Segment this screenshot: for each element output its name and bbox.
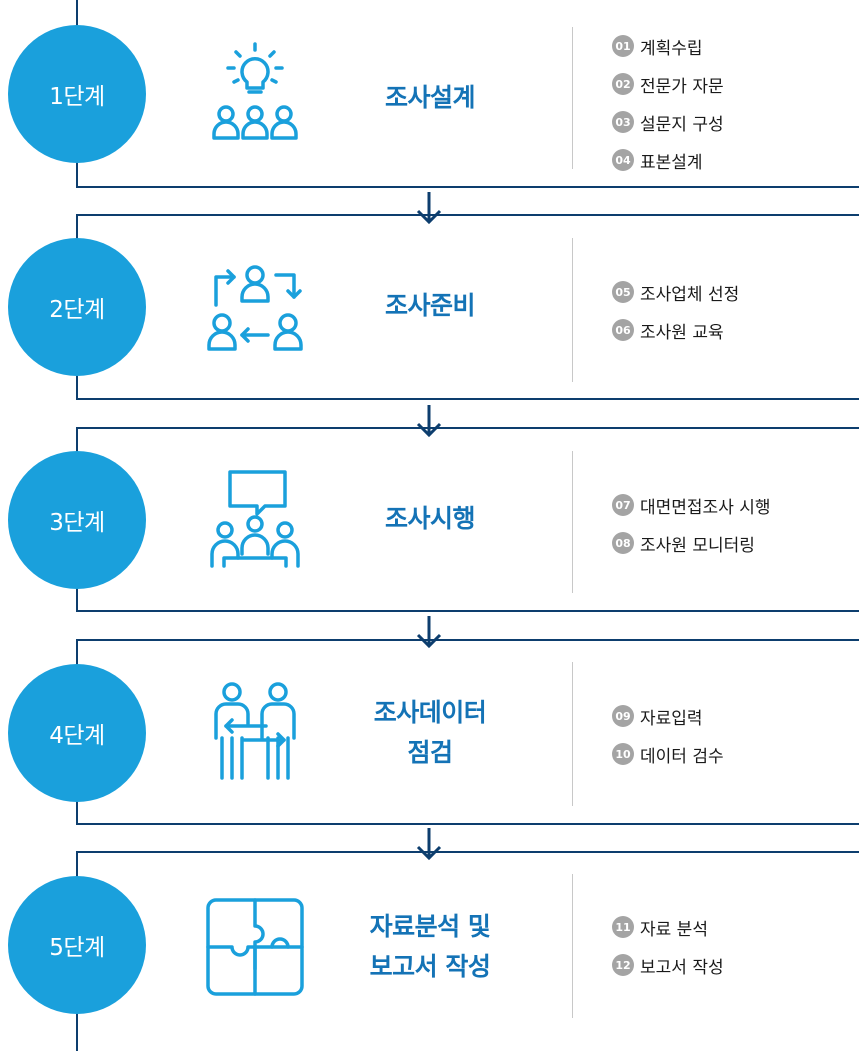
stage-3-title: 조사시행 — [384, 504, 476, 533]
puzzle-icon — [200, 890, 310, 1000]
stage-4-badge: 4단계 — [8, 664, 146, 802]
stage-3-badge: 3단계 — [8, 451, 146, 589]
data-exchange-icon — [200, 678, 310, 788]
stage-2-title: 조사준비 — [384, 291, 476, 320]
meeting-speech-icon — [200, 466, 310, 576]
lightbulb-team-icon — [200, 40, 310, 150]
stage-5-title: 자료분석 및 보고서 작성 — [369, 912, 491, 981]
stage-1-badge: 1단계 — [8, 25, 146, 163]
stage-2-badge: 2단계 — [8, 238, 146, 376]
arrow-down-icon — [416, 828, 442, 861]
people-exchange-icon — [200, 253, 310, 363]
stage-1-title: 조사설계 — [384, 83, 476, 112]
stage-4-title: 조사데이터 점검 — [373, 698, 487, 767]
arrow-down-icon — [416, 616, 442, 649]
stage-5-badge: 5단계 — [8, 876, 146, 1014]
